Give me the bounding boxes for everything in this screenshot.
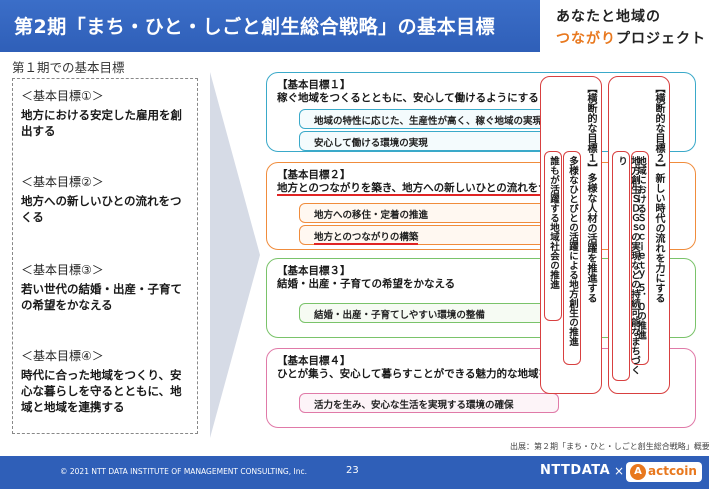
actcoin-logo: A actcoin	[626, 462, 702, 482]
goal-3-label: 【基本目標３】	[277, 265, 351, 277]
slide-header: 第2期「まち・ひと・しごと創生総合戦略」の基本目標 あなたと地域の つながりプロ…	[0, 0, 709, 52]
cross-goal-2-inner-1: 地域におけるＳｏｃｉｅｔｙ ５．０の推進	[631, 151, 649, 365]
goal-text: 時代に合った地域をつくり、安心な暮らしを守るとともに、地域と地域を連携する	[21, 368, 182, 414]
brand-line-2: つながりプロジェクト	[556, 28, 706, 48]
page-number: 23	[346, 465, 359, 476]
first-period-goals-box: ＜基本目標①＞ 地方における安定した雇用を創出する ＜基本目標②＞ 地方への新し…	[12, 78, 198, 434]
first-period-subtitle: 第１期での基本目標	[12, 60, 125, 75]
goal-1-text: 稼ぐ地域をつくるとともに、安心して働けるようにする	[277, 92, 539, 104]
cross-goal-2-inner-2-text: 地方創生ＳＤＧｓの実現などの持続可能なまちづくり	[616, 156, 640, 375]
goal-text: 地方への新しいひとの流れをつくる	[21, 194, 182, 224]
goal-1-panel: 【基本目標１】 稼ぐ地域をつくるとともに、安心して働けるようにする 地域の特性に…	[266, 72, 696, 152]
goal-1-label: 【基本目標１】	[277, 79, 351, 91]
ntt-data-logo: NTTDATA	[540, 463, 611, 478]
actcoin-wordmark: actcoin	[648, 464, 697, 478]
goal-heading: ＜基本目標④＞	[21, 349, 104, 363]
cross-goal-1-inner-1-text: 多様なひとびとの活躍による地方創生の推進	[567, 156, 578, 346]
goal-3-text: 結婚・出産・子育ての希望をかなえる	[277, 278, 456, 290]
goal-2-sub-1: 地方への移住・定着の推進	[299, 203, 559, 223]
brand-accent-text: つながり	[556, 31, 616, 47]
goal-4-text: ひとが集う、安心して暮らすことができる魅力的な地域をつくる	[277, 368, 581, 380]
title-bar: 第2期「まち・ひと・しごと創生総合戦略」の基本目標	[0, 0, 540, 52]
cross-goal-1-inner-2: 誰もが活躍する地域社会の推進	[544, 151, 562, 321]
goal-2-sub-2: 地方とのつながりの構築	[299, 225, 559, 245]
cross-goal-2-heading: 【横断的な目標２】新しい時代の流れを力にする	[652, 83, 665, 383]
goal-2-panel: 【基本目標２】 地方とのつながりを築き、地方への新しいひとの流れをつくる 地方へ…	[266, 162, 696, 250]
goal-3-sub-1: 結婚・出産・子育てしやすい環境の整備	[299, 303, 559, 323]
collab-times-sign: ×	[614, 464, 625, 478]
copyright-text: © 2021 NTT DATA INSTITUTE OF MANAGEMENT …	[60, 467, 307, 476]
brand-rest-text: プロジェクト	[616, 31, 706, 47]
goal-2-sub-2-text: 地方とのつながりの構築	[314, 232, 419, 245]
cross-goal-2-title: 新しい時代の流れを力にする	[653, 173, 664, 303]
goal-heading: ＜基本目標③＞	[21, 263, 104, 277]
second-period-diagram: 【基本目標１】 稼ぐ地域をつくるとともに、安心して働けるようにする 地域の特性に…	[262, 70, 700, 436]
actcoin-mark-icon: A	[630, 464, 646, 480]
cross-goal-2-head: 【横断的な目標２】	[653, 83, 664, 173]
brand-line-1: あなたと地域の	[556, 9, 661, 25]
transition-arrow-icon	[210, 72, 260, 438]
cross-goal-2-inner-1-text: 地域におけるＳｏｃｉｅｔｙ ５．０の推進	[635, 156, 646, 340]
goal-2-text-content: 地方とのつながりを築き、地方への新しいひとの流れをつくる	[277, 182, 570, 196]
project-logo: あなたと地域の つながりプロジェクト	[556, 6, 706, 48]
goal-text: 若い世代の結婚・出産・子育ての希望をかなえる	[21, 282, 182, 312]
goal-4-sub-1: 活力を生み、安心な生活を実現する環境の確保	[299, 393, 559, 413]
source-note: 出展：第２期「まち・ひと・しごと創生総合戦略」概要	[510, 442, 709, 451]
cross-goal-1-inner-1: 多様なひとびとの活躍による地方創生の推進	[563, 151, 581, 365]
goal-1-sub-1: 地域の特性に応じた、生産性が高く、稼ぐ地域の実現	[299, 109, 559, 129]
first-goal-4: ＜基本目標④＞ 時代に合った地域をつくり、安心な暮らしを守るとともに、地域と地域…	[21, 347, 193, 415]
slide-title: 第2期「まち・ひと・しごと創生総合戦略」の基本目標	[14, 16, 496, 38]
goal-heading: ＜基本目標①＞	[21, 89, 104, 103]
cross-goal-1-heading: 【横断的な目標１】多様な人材の活躍を推進する	[584, 83, 597, 383]
cross-goal-1-inner-2-text: 誰もが活躍する地域社会の推進	[548, 156, 559, 289]
goal-4-label: 【基本目標４】	[277, 355, 351, 367]
goal-heading: ＜基本目標②＞	[21, 175, 104, 189]
first-goal-3: ＜基本目標③＞ 若い世代の結婚・出産・子育ての希望をかなえる	[21, 261, 193, 313]
goal-2-text: 地方とのつながりを築き、地方への新しいひとの流れをつくる	[277, 180, 570, 196]
first-goal-2: ＜基本目標②＞ 地方への新しいひとの流れをつくる	[21, 173, 193, 225]
first-goal-1: ＜基本目標①＞ 地方における安定した雇用を創出する	[21, 87, 193, 139]
cross-goal-1-title: 多様な人材の活躍を推進する	[585, 173, 596, 303]
goal-2-label: 【基本目標２】	[277, 169, 351, 181]
cross-goal-1-head: 【横断的な目標１】	[585, 83, 596, 173]
goal-1-sub-2: 安心して働ける環境の実現	[299, 131, 559, 151]
goal-text: 地方における安定した雇用を創出する	[21, 108, 182, 138]
cross-goal-2-inner-2: 地方創生ＳＤＧｓの実現などの持続可能なまちづくり	[612, 151, 640, 381]
slide-footer: © 2021 NTT DATA INSTITUTE OF MANAGEMENT …	[0, 456, 709, 489]
cross-goal-1-box: 【横断的な目標１】多様な人材の活躍を推進する 多様なひとびとの活躍による地方創生…	[540, 76, 602, 394]
goal-4-panel: 【基本目標４】 ひとが集う、安心して暮らすことができる魅力的な地域をつくる 活力…	[266, 348, 696, 428]
goal-3-panel: 【基本目標３】 結婚・出産・子育ての希望をかなえる 結婚・出産・子育てしやすい環…	[266, 258, 696, 338]
cross-goal-2-box: 【横断的な目標２】新しい時代の流れを力にする 地域におけるＳｏｃｉｅｔｙ ５．０…	[608, 76, 670, 394]
